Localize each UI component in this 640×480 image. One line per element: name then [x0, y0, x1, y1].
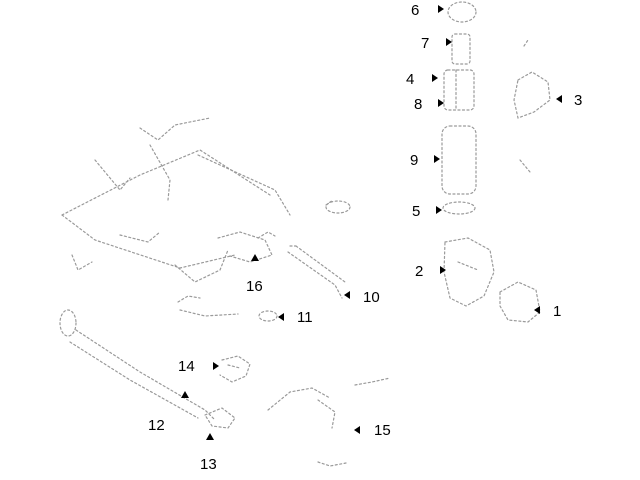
part-13-clip — [204, 407, 236, 429]
part-16-frame-assembly — [61, 117, 351, 283]
callout-11: 11 — [297, 309, 313, 326]
arrow-9 — [434, 155, 440, 163]
part-9-body — [441, 125, 477, 195]
part-15-cable — [267, 377, 391, 467]
arrow-5 — [436, 206, 442, 214]
callout-2: 2 — [415, 263, 423, 280]
arrow-7 — [446, 38, 452, 46]
callout-12: 12 — [148, 417, 165, 434]
part-4-housing — [443, 69, 475, 111]
callout-10: 10 — [363, 289, 380, 306]
callout-5: 5 — [412, 203, 420, 220]
callout-13: 13 — [200, 456, 217, 473]
part-7-stem — [451, 33, 471, 65]
callout-6: 6 — [411, 2, 419, 19]
part-12-rod — [59, 309, 216, 421]
part-14-spring — [219, 355, 251, 383]
arrow-15 — [354, 426, 360, 434]
callout-labels: 6 7 4 8 3 9 5 2 1 16 10 11 14 12 15 13 — [148, 2, 582, 473]
arrow-16 — [251, 254, 259, 261]
arrow-8 — [438, 99, 444, 107]
callout-7: 7 — [421, 35, 429, 52]
arrow-3 — [556, 95, 562, 103]
arrow-11 — [278, 313, 284, 321]
arrow-12 — [181, 391, 189, 398]
arrow-4 — [432, 74, 438, 82]
part-3-knob — [513, 39, 551, 173]
callout-3: 3 — [574, 92, 582, 109]
callout-14: 14 — [178, 358, 195, 375]
arrow-10 — [344, 291, 350, 299]
part-6-cap — [447, 1, 477, 23]
part-5-washer — [442, 201, 476, 215]
callout-16: 16 — [246, 278, 263, 295]
part-2-valve — [443, 237, 495, 307]
callout-arrows — [181, 5, 562, 440]
arrow-14 — [213, 362, 219, 370]
callout-4: 4 — [406, 71, 414, 88]
callout-1: 1 — [553, 303, 561, 320]
arrow-6 — [438, 5, 444, 13]
part-1-cover — [499, 281, 541, 323]
arrow-13 — [206, 433, 214, 440]
arrow-2 — [440, 266, 446, 274]
part-11-linkage — [177, 295, 278, 322]
part-10-bracket — [287, 245, 346, 299]
arrow-1 — [534, 306, 540, 314]
callout-9: 9 — [410, 152, 418, 169]
callout-8: 8 — [414, 96, 422, 113]
callout-15: 15 — [374, 422, 391, 439]
